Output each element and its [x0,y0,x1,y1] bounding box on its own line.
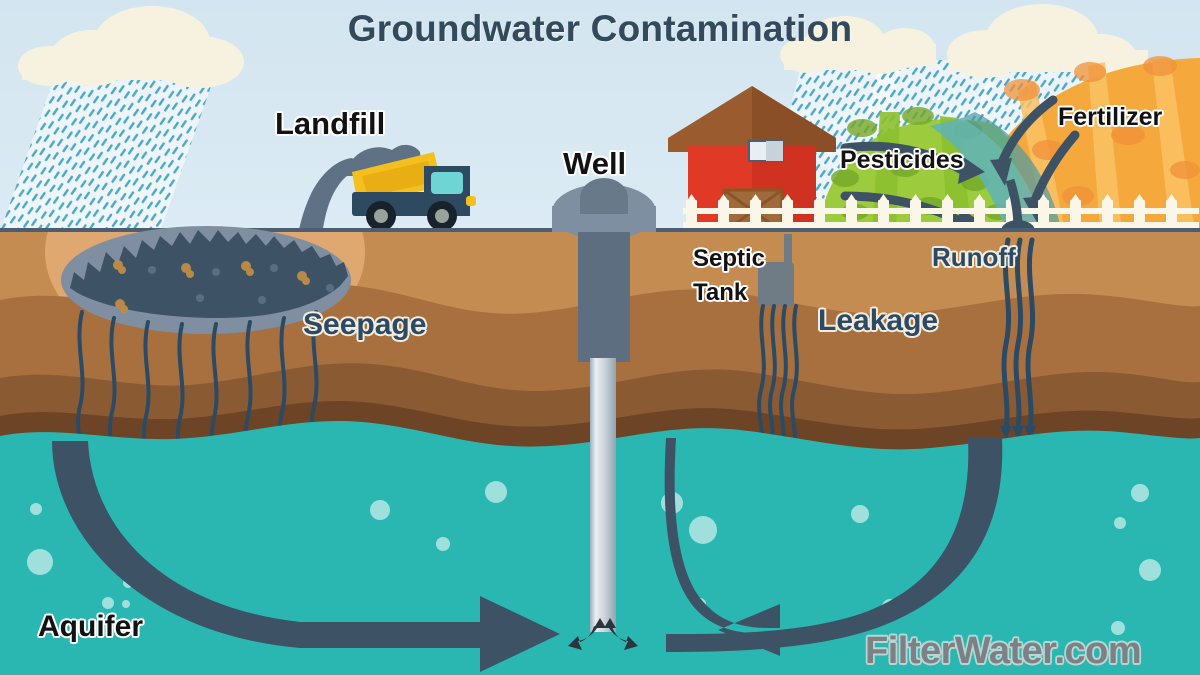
truck-window [431,172,463,194]
septic-leak-lines [757,304,799,452]
label-septic-tank-line2: Tank [693,279,748,306]
label-runoff: Runoff [932,242,1016,272]
pesticide-arrow-1 [840,141,967,175]
well-intake-arrows [568,618,638,650]
landfill-dark-mass [70,230,348,318]
label-fertilizer: Fertilizer [1058,103,1163,131]
label-well: Well [563,146,627,181]
rain-curtain-left [0,75,215,232]
barn-window-pane [766,141,783,161]
landfill-debris-orange [113,260,310,313]
truck-wheel-rear-hub [374,209,388,223]
barn-roof-right [752,86,836,152]
label-leakage: Leakage [818,304,939,337]
fence-rail-bottom [683,222,1199,228]
aquifer-runoff-plume-arrow [666,438,1003,652]
fence-group [683,194,1199,232]
truck-headlight [466,196,476,206]
truck-wheel-front-hub [435,209,449,223]
label-landfill: Landfill [275,106,386,141]
well-cap [580,178,628,214]
well-pipe [590,358,616,632]
fence-rail-top [683,208,1199,214]
landfill-group [61,226,351,334]
well-casing [578,232,630,362]
cloud-mid [780,16,910,74]
aquifer-left-plume-arrow [52,441,560,672]
septic-tank-body [758,262,794,306]
label-seepage: Seepage [303,308,427,341]
pesticide-arrowhead-1 [958,156,985,184]
fence-pickets [686,194,1177,232]
well-group [552,178,656,650]
cloud-far-right [875,28,936,68]
label-septic-tank-line1: Septic [693,245,766,272]
aquifer-septic-plume-arrow [664,438,780,656]
septic-inlet-pipe [784,234,792,270]
runoff-arrowheads [1000,426,1036,440]
clouds-group [18,4,1148,88]
fertilizer-arrowhead-1 [990,158,1012,186]
runoff-lines [1001,237,1036,433]
label-pesticides: Pesticides [840,146,964,174]
landfill-debris-gray [148,264,334,304]
watermark: FilterWater.com [865,630,1142,672]
label-aquifer: Aquifer [38,610,143,643]
page-title: Groundwater Contamination [347,8,853,49]
waste-stream [298,158,364,236]
cloud-left [18,6,244,88]
truck-bed-inner [362,161,434,197]
dump-truck-group [298,144,476,236]
